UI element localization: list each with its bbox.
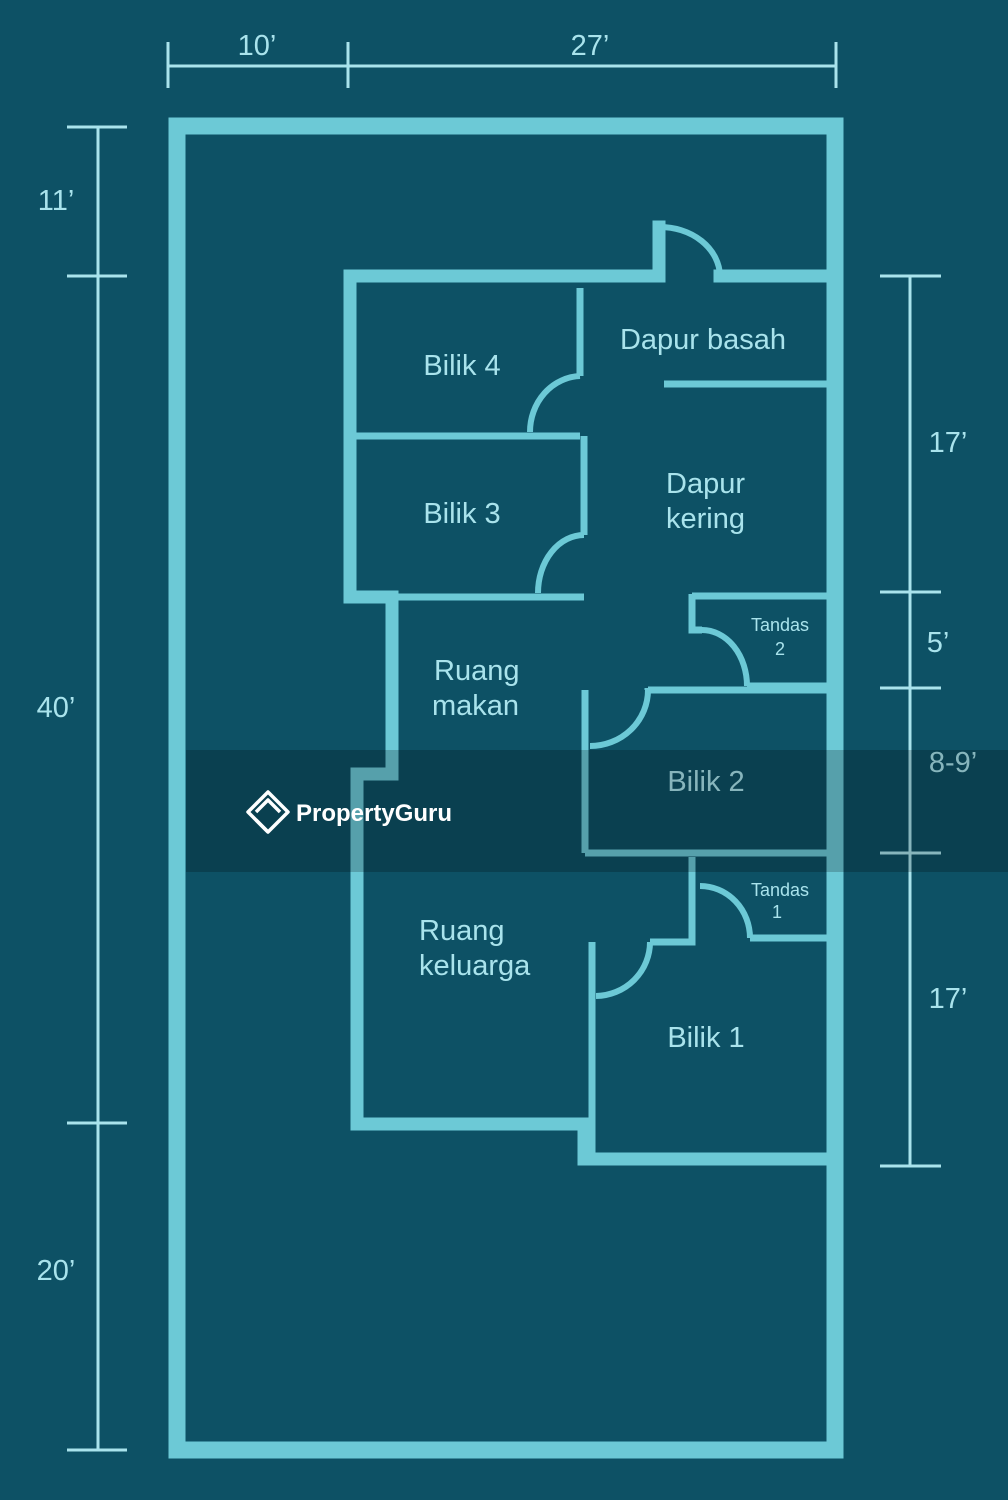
- door-bilik2: [589, 689, 651, 749]
- top-wall-left: [343, 220, 666, 283]
- label-ruang-keluarga-2: keluarga: [419, 950, 531, 982]
- watermark-text: PropertyGuru: [296, 800, 452, 827]
- dim-right-top: 17’: [929, 427, 968, 459]
- label-dapur-kering-1: Dapur: [666, 468, 745, 500]
- label-bilik4: Bilik 4: [423, 350, 500, 382]
- door-tandas1: [699, 883, 753, 939]
- label-ruang-makan-1: Ruang: [434, 655, 519, 687]
- wall-tandas1-left: [650, 857, 696, 946]
- room-labels: Bilik 4 Bilik 3 Dapur basah Dapur kering…: [419, 324, 809, 1054]
- dimension-labels: 10’ 27’ 11’ 40’ 20’ 17’ 5’ 8-9’ 17’: [37, 30, 978, 1287]
- door-main: [658, 223, 723, 277]
- label-tandas2-2: 2: [775, 639, 785, 659]
- door-bilik4: [527, 373, 581, 433]
- interior-walls: [356, 288, 828, 1159]
- label-bilik1: Bilik 1: [667, 1022, 744, 1054]
- watermark-band: [186, 750, 1008, 872]
- label-tandas1-1: Tandas: [751, 880, 809, 900]
- dim-top-right: 27’: [571, 30, 610, 62]
- label-bilik2: Bilik 2: [667, 766, 744, 798]
- dim-left-top: 11’: [38, 185, 75, 217]
- label-dapur-basah: Dapur basah: [620, 324, 786, 356]
- dim-top-left: 10’: [238, 30, 277, 62]
- label-ruang-makan-2: makan: [432, 690, 519, 722]
- wall-tandas2-left: [688, 594, 702, 634]
- door-bilik3: [535, 532, 585, 594]
- label-ruang-keluarga-1: Ruang: [419, 915, 504, 947]
- door-bilik1: [595, 941, 653, 999]
- plot-boundary: [168, 117, 844, 1459]
- watermark: PropertyGuru: [186, 750, 1008, 872]
- dim-right-89: 8-9’: [929, 747, 977, 779]
- label-dapur-kering-2: kering: [666, 503, 745, 535]
- label-bilik3: Bilik 3: [423, 498, 500, 530]
- dim-right-bottom: 17’: [929, 983, 968, 1015]
- door-tandas2: [701, 627, 750, 687]
- dim-left-mid: 40’: [37, 692, 76, 724]
- label-tandas1-2: 1: [772, 902, 782, 922]
- door-swings: [527, 223, 753, 999]
- label-tandas2-1: Tandas: [751, 615, 809, 635]
- propertyguru-logo-icon: [246, 790, 290, 834]
- dimension-lines: [67, 42, 941, 1452]
- dim-right-5: 5’: [927, 627, 950, 659]
- dim-left-bottom: 20’: [37, 1255, 76, 1287]
